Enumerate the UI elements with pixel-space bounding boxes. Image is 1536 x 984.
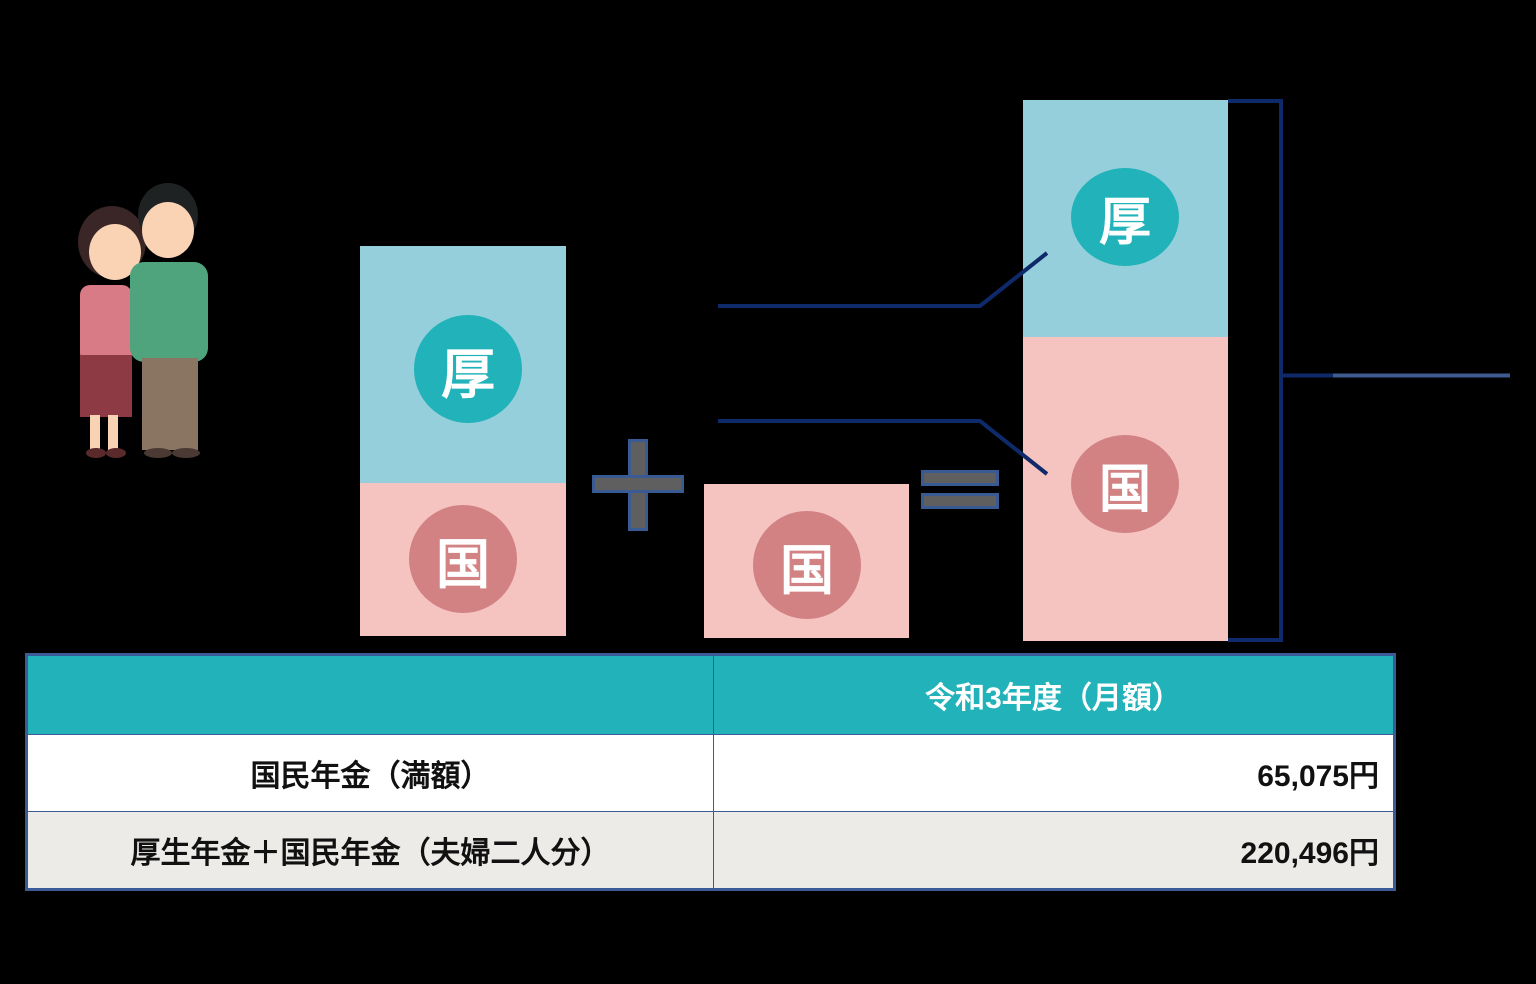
left-kosei-block: 厚 bbox=[360, 246, 566, 483]
kokumin-badge-icon: 国 bbox=[753, 511, 861, 619]
kosei-badge-icon: 厚 bbox=[414, 315, 522, 423]
row-label: 厚生年金＋国民年金（夫婦二人分） bbox=[26, 811, 714, 890]
couple-illustration bbox=[70, 180, 220, 470]
header-item bbox=[26, 654, 714, 735]
kokumin-badge-icon: 国 bbox=[409, 505, 517, 613]
row-value: 65,075円 bbox=[713, 734, 1395, 812]
kokumin-badge-icon: 国 bbox=[1071, 435, 1179, 533]
row-value: 220,496円 bbox=[713, 811, 1395, 890]
pension-amount-table: 令和3年度（月額） 国民年金（満額） 65,075円 厚生年金＋国民年金（夫婦二… bbox=[25, 653, 1396, 891]
middle-kokumin-block: 国 bbox=[704, 484, 909, 638]
right-kokumin-block: 国 bbox=[1023, 337, 1228, 641]
left-kokumin-block: 国 bbox=[360, 483, 566, 636]
kosei-badge-icon: 厚 bbox=[1071, 168, 1179, 266]
right-kosei-block: 厚 bbox=[1023, 100, 1228, 337]
table-row: 国民年金（満額） 65,075円 bbox=[26, 734, 1395, 812]
header-fiscal-year: 令和3年度（月額） bbox=[713, 654, 1395, 735]
table-row: 厚生年金＋国民年金（夫婦二人分） 220,496円 bbox=[26, 811, 1395, 890]
row-label: 国民年金（満額） bbox=[26, 734, 714, 812]
total-bracket bbox=[1228, 99, 1283, 642]
table-header-row: 令和3年度（月額） bbox=[26, 654, 1395, 735]
